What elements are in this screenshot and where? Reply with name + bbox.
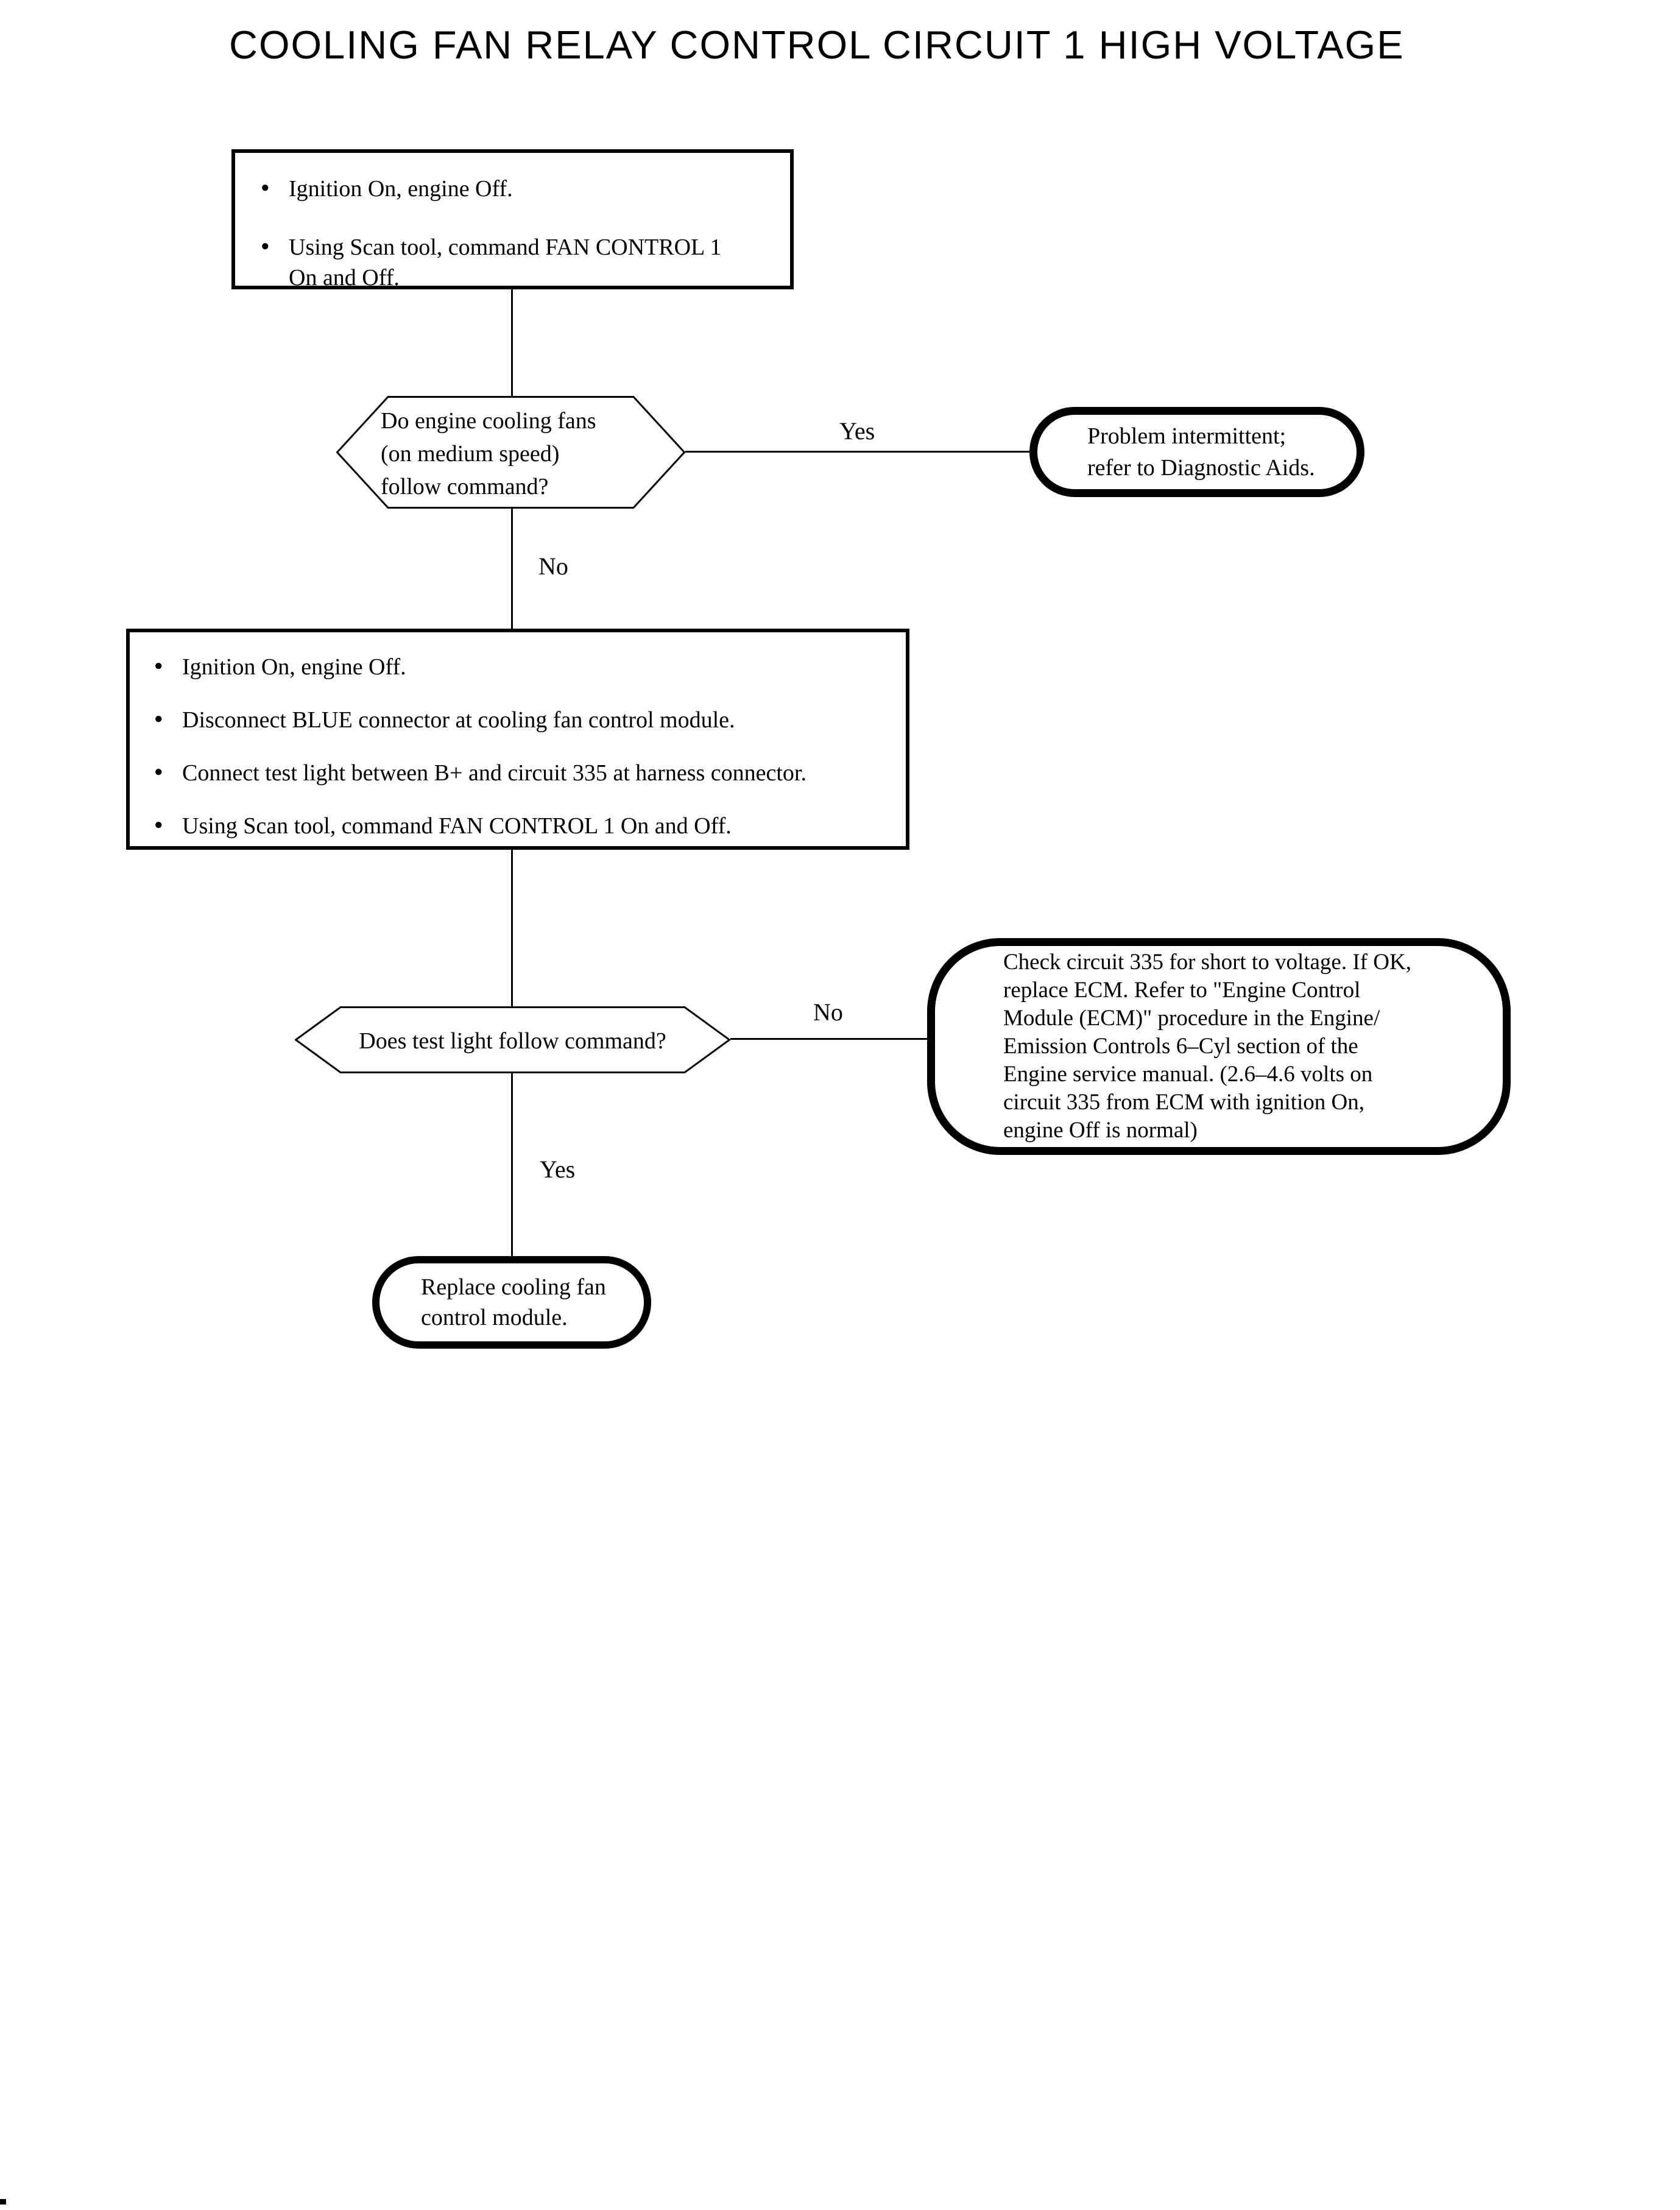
edge-label-no: No xyxy=(813,998,843,1026)
bullet-item: Ignition On, engine Off. xyxy=(154,651,906,682)
bullet-item: Using Scan tool, command FAN CONTROL 1 O… xyxy=(261,231,790,293)
bullet-item: Ignition On, engine Off. xyxy=(261,172,790,204)
bullet-text: Using Scan tool, command FAN CONTROL 1 xyxy=(289,235,722,260)
step-box-test-light: Ignition On, engine Off. Disconnect BLUE… xyxy=(126,629,909,850)
bullet-item: Using Scan tool, command FAN CONTROL 1 O… xyxy=(154,810,906,841)
decision-text: Do engine cooling fans (on medium speed)… xyxy=(381,404,596,503)
connector-step1-to-decision1 xyxy=(511,289,513,397)
connector-decision1-no xyxy=(511,509,513,630)
edge-label-yes: Yes xyxy=(540,1156,576,1183)
bullet-text: Ignition On, engine Off. xyxy=(289,176,513,202)
terminal-line: Replace cooling fan xyxy=(421,1274,606,1300)
terminal-line: Module (ECM)" procedure in the Engine/ xyxy=(1003,1006,1380,1031)
hexagon-outline xyxy=(336,396,685,509)
terminal-problem-intermittent: Problem intermittent; refer to Diagnosti… xyxy=(1029,407,1364,497)
connector-decision2-no xyxy=(730,1038,927,1040)
connector-step2-to-decision2 xyxy=(511,850,513,1008)
decision-cooling-fans-hexagon: Do engine cooling fans (on medium speed)… xyxy=(336,396,685,509)
terminal-line: Problem intermittent; xyxy=(1087,423,1286,449)
terminal-line: control module. xyxy=(421,1305,568,1330)
terminal-check-circuit-335: Check circuit 335 for short to voltage. … xyxy=(927,938,1511,1155)
connector-decision2-yes xyxy=(511,1073,513,1257)
decision-line: Do engine cooling fans xyxy=(381,408,596,434)
bullet-item: Disconnect BLUE connector at cooling fan… xyxy=(154,704,906,735)
edge-label-yes: Yes xyxy=(839,417,875,445)
bullet-list: Ignition On, engine Off. Using Scan tool… xyxy=(235,153,790,293)
bullet-list: Ignition On, engine Off. Disconnect BLUE… xyxy=(130,632,906,841)
step-box-initial-test: Ignition On, engine Off. Using Scan tool… xyxy=(231,149,794,291)
terminal-line: Check circuit 335 for short to voltage. … xyxy=(1003,950,1411,975)
flowchart-title: COOLING FAN RELAY CONTROL CIRCUIT 1 HIGH… xyxy=(229,23,1405,67)
bullet-item: Connect test light between B+ and circui… xyxy=(154,757,906,788)
terminal-line: replace ECM. Refer to "Engine Control xyxy=(1003,978,1361,1003)
terminal-line: engine Off is normal) xyxy=(1003,1118,1198,1143)
edge-label-no: No xyxy=(538,552,568,580)
connector-decision1-yes xyxy=(685,451,1029,453)
decision-text: Does test light follow command? xyxy=(359,1028,666,1054)
terminal-line: circuit 335 from ECM with ignition On, xyxy=(1003,1090,1364,1115)
bullet-text: On and Off. xyxy=(289,265,400,291)
hexagon-outline xyxy=(295,1006,730,1073)
decision-test-light-hexagon: Does test light follow command? xyxy=(295,1006,730,1073)
terminal-line: Engine service manual. (2.6–4.6 volts on xyxy=(1003,1062,1373,1087)
terminal-line: refer to Diagnostic Aids. xyxy=(1087,455,1315,481)
terminal-replace-module: Replace cooling fan control module. xyxy=(372,1256,651,1349)
decision-line: follow command? xyxy=(381,474,549,500)
decision-line: (on medium speed) xyxy=(381,441,560,467)
terminal-line: Emission Controls 6–Cyl section of the xyxy=(1003,1034,1358,1059)
scan-artifact xyxy=(0,2199,6,2205)
